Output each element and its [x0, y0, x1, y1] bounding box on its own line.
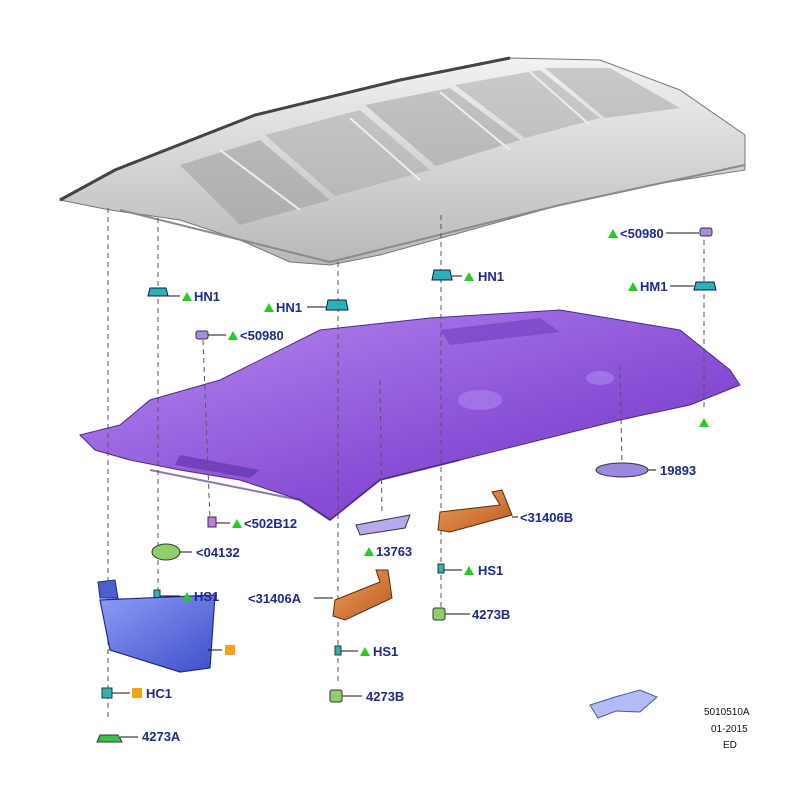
callout-4273b-right: 4273B [445, 607, 510, 622]
callout-label: HM1 [640, 279, 667, 294]
triangle-marker-icon [264, 303, 274, 312]
callout-hn1-center: HN1 [264, 300, 326, 315]
callout-hs1-center: HS1 [341, 644, 398, 659]
callout-label: <502B12 [244, 516, 297, 531]
callout-label: 4273B [366, 689, 404, 704]
triangle-marker-icon [182, 592, 192, 601]
headliner [79, 309, 741, 522]
c502b12-screw [207, 516, 217, 528]
c4273b-caps [329, 607, 446, 703]
triangle-marker-icon [360, 647, 370, 656]
reference-date: 01-2015 [711, 724, 748, 735]
callout-label: 4273B [472, 607, 510, 622]
callout-50980-left: <50980 [208, 328, 284, 343]
c13763-lamp [355, 514, 411, 536]
callout-hs1-right: HS1 [444, 563, 503, 578]
callout-label: <04132 [196, 545, 240, 560]
callout-4273b-center: 4273B [342, 689, 404, 704]
callout-label: HS1 [373, 644, 398, 659]
hn1-right-clip [431, 269, 453, 281]
callout-label: <31406B [520, 510, 573, 525]
callout-hc1: HC1 [112, 686, 172, 701]
callout-50980-right: <50980 [608, 226, 699, 241]
triangle-marker-icon [364, 547, 374, 556]
reference-block: 5010510A 01-2015 ED [704, 707, 750, 751]
loose-triangle-marker [699, 418, 709, 427]
square-marker-icon [225, 645, 235, 655]
callout-label: 19893 [660, 463, 696, 478]
triangle-marker-icon [699, 418, 709, 427]
c04132-clip [151, 543, 181, 561]
c19893-cover [595, 462, 649, 478]
hc1-clip [101, 687, 113, 699]
callout-label: <50980 [240, 328, 284, 343]
hn1-center-clip [325, 299, 349, 311]
square-marker-icon [132, 688, 142, 698]
c50980-left-part [195, 330, 209, 340]
triangle-marker-icon [228, 331, 238, 340]
reference-code: 5010510A [704, 707, 750, 718]
triangle-marker-icon [182, 292, 192, 301]
callout-label: HN1 [276, 300, 302, 315]
c31406b-handle [437, 489, 513, 533]
callout-hn1-left: HN1 [166, 289, 220, 304]
callout-hm1: HM1 [628, 279, 694, 294]
triangle-marker-icon [608, 229, 618, 238]
front-direction-arrow-icon [589, 689, 658, 719]
callout-label: HS1 [478, 563, 503, 578]
callout-hn1-right: HN1 [452, 269, 504, 284]
reference-initials: ED [723, 740, 737, 751]
triangle-marker-icon [464, 272, 474, 281]
callout-31406a: <31406A [248, 591, 333, 606]
c31406a-handle [332, 569, 393, 621]
callout-label: <50980 [620, 226, 664, 241]
callout-visor-square [208, 645, 235, 655]
hm1-clip [693, 281, 717, 291]
callout-04132: <04132 [180, 545, 240, 560]
c50980-right-part [699, 227, 713, 237]
roof-panel [58, 56, 746, 266]
callout-label: HS1 [194, 589, 219, 604]
callout-502b12: <502B12 [216, 516, 297, 531]
callout-19893: 19893 [648, 463, 696, 478]
callout-label: HN1 [194, 289, 220, 304]
callout-label: <31406A [248, 591, 302, 606]
sun-visor [97, 579, 216, 673]
callout-label: 13763 [376, 544, 412, 559]
triangle-marker-icon [464, 566, 474, 575]
callout-31406b: <31406B [512, 510, 573, 525]
callout-label: HC1 [146, 686, 172, 701]
callout-13763: 13763 [364, 544, 412, 559]
callout-label: HN1 [478, 269, 504, 284]
callout-4273a: 4273A [120, 729, 181, 744]
hn1-left-clip [147, 287, 169, 297]
c4273a-bracket [96, 734, 123, 743]
triangle-marker-icon [628, 282, 638, 291]
callout-hs1-left: HS1 [160, 589, 219, 604]
triangle-marker-icon [232, 519, 242, 528]
callout-label: 4273A [142, 729, 181, 744]
